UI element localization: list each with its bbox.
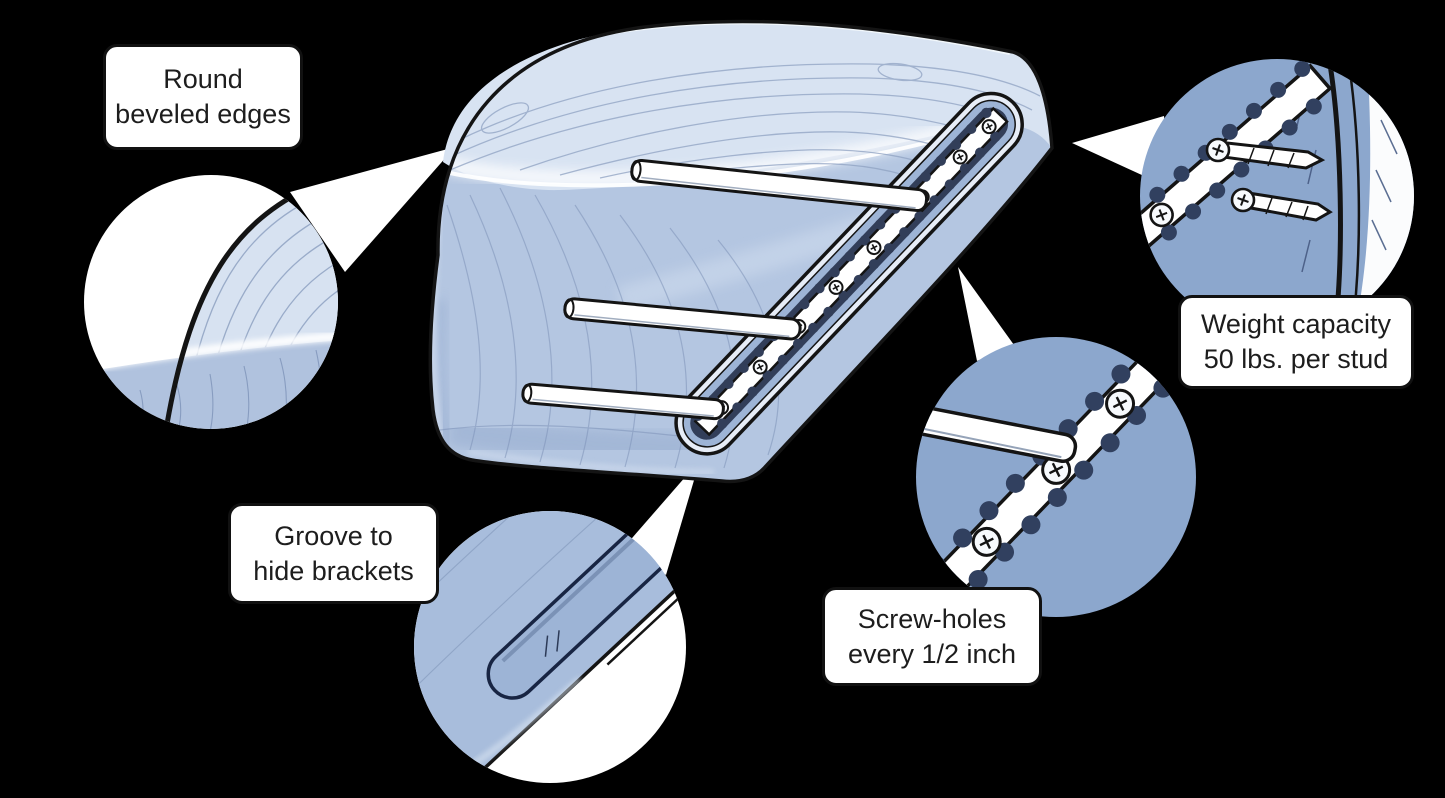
groove-and-rail [674, 91, 1024, 456]
wedge-to-groove-detail [626, 460, 700, 575]
stud-screw-1 [1205, 137, 1326, 170]
callout-line: Round [163, 64, 243, 94]
stud-screw-2 [1230, 187, 1333, 222]
stud-highlight-hatches [1371, 119, 1398, 251]
callout-line: every 1/2 inch [847, 638, 1017, 669]
bevel-edge-line [164, 183, 315, 427]
callout-line: 50 lbs. per stud [1203, 344, 1389, 374]
bracket-rod-3 [521, 382, 725, 421]
bracket-rod-1 [630, 158, 929, 212]
callout-weight-capacity: Weight capacity 50 lbs. per stud [1178, 295, 1414, 389]
groove-detail-block [414, 511, 686, 783]
wedge-to-screwholes-detail [958, 267, 1014, 361]
callout-line: Groove to [274, 520, 393, 551]
bracket-rod-2 [563, 297, 802, 341]
shelf-outline [428, 19, 1054, 484]
groove-detail-slot [486, 511, 686, 700]
callout-groove-to-hide-brackets: Groove to hide brackets [228, 503, 439, 604]
callout-screw-holes: Screw-holes every 1/2 inch [822, 587, 1042, 686]
callout-line: Weight capacity [1200, 309, 1392, 339]
wedge-to-bevel-detail [290, 147, 455, 272]
groove-detail-grain [414, 511, 686, 698]
callout-line: Screw-holes [857, 603, 1007, 634]
callout-line: beveled edges [115, 99, 291, 129]
pointer-wedges [290, 116, 1170, 575]
detail-circle-screw-holes [916, 337, 1196, 617]
callout-round-beveled-edges: Round beveled edges [103, 44, 303, 150]
callout-line: hide brackets [253, 555, 414, 586]
shelf-illustration [428, 19, 1054, 484]
detail-circle-groove [414, 511, 686, 783]
